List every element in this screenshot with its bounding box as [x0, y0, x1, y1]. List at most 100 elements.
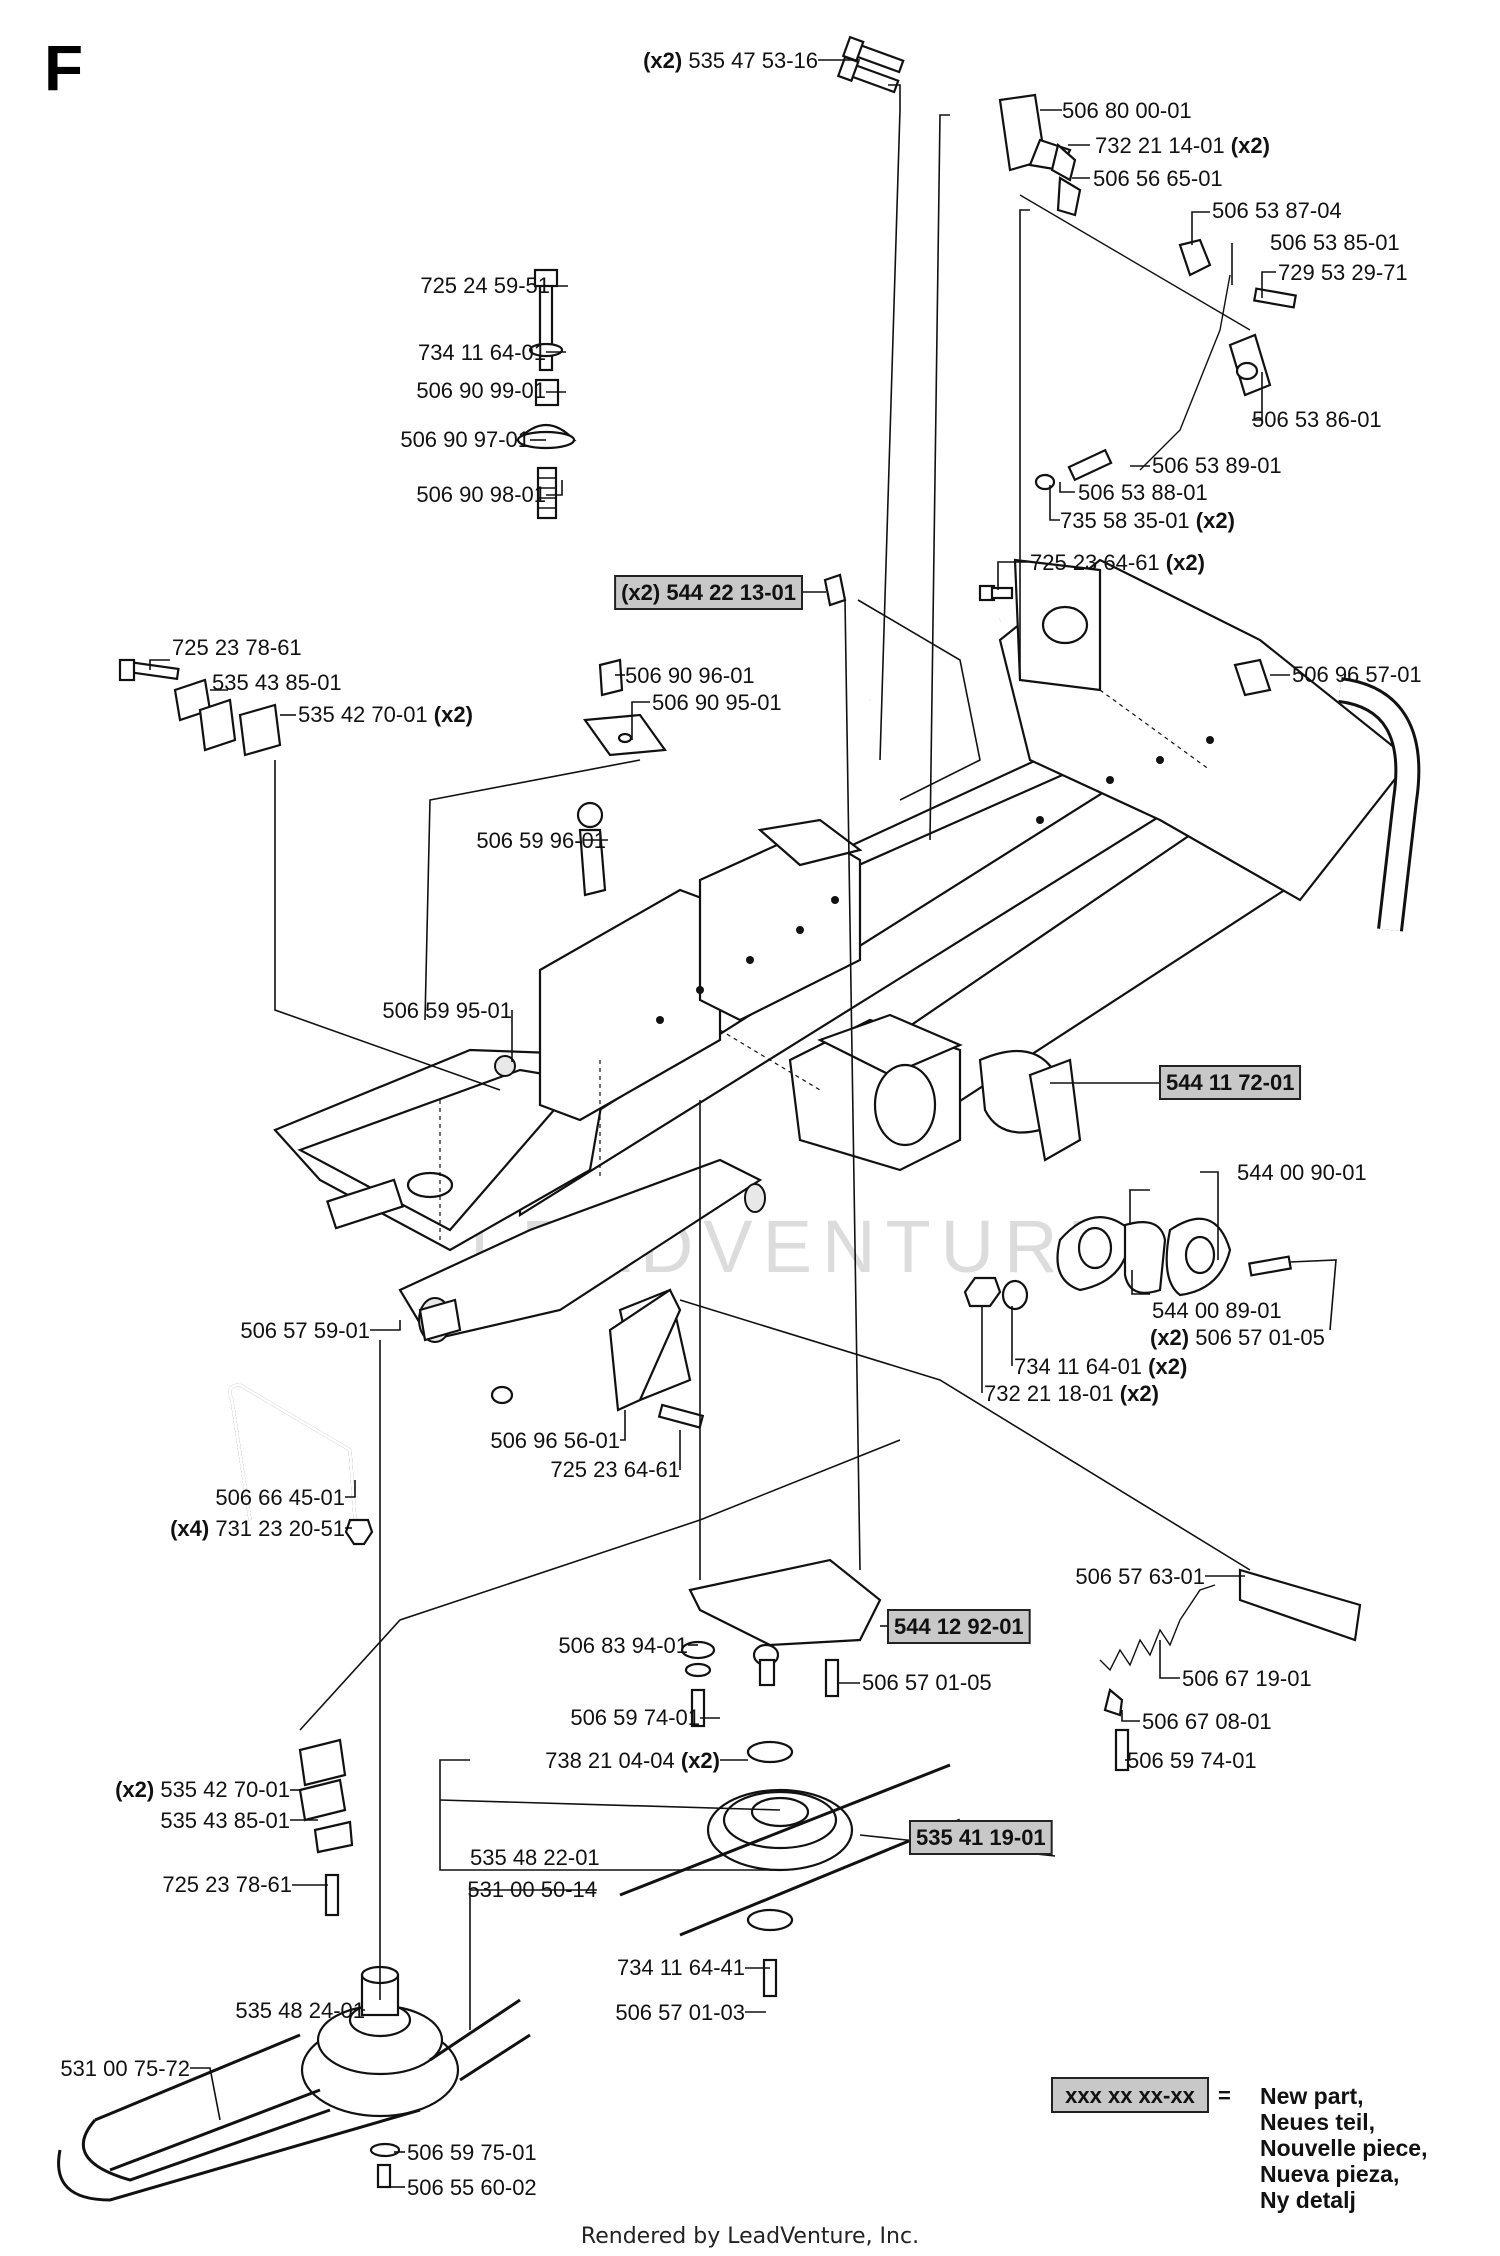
part-number: 506 53 85-01: [1270, 230, 1400, 255]
part-label-p13: 506 53 89-01: [1152, 453, 1282, 478]
part-label-p27: 544 11 72-01: [1159, 1065, 1302, 1100]
part-quantity: (x2): [1148, 1354, 1187, 1379]
part-number: 725 23 64-61 (x2): [1030, 550, 1205, 575]
new-part-highlight: [614, 575, 803, 610]
new-part-highlight: [1159, 1065, 1302, 1100]
part-label-p52: 531 00 50-14: [467, 1877, 597, 1902]
part-label-p18: (x2) 544 22 13-01: [614, 575, 803, 610]
part-label-p40: 506 83 94-01: [558, 1633, 688, 1658]
new-part-highlight: [887, 1609, 1031, 1644]
part-label-p35: 725 23 64-61: [550, 1457, 680, 1482]
part-number: 544 00 89-01: [1152, 1298, 1282, 1323]
part-label-p33: 732 21 18-01 (x2): [984, 1381, 1159, 1406]
part-quantity: (x2): [1150, 1325, 1189, 1350]
part-label-p47: (x2) 535 42 70-01: [115, 1777, 290, 1802]
part-quantity: (x2): [434, 702, 473, 727]
part-quantity: (x2): [643, 48, 682, 73]
part-number: 734 11 64-01 (x2): [1014, 1354, 1187, 1379]
part-label-p8: 725 24 59-51: [420, 273, 550, 298]
part-quantity: (x2): [1120, 1381, 1159, 1406]
part-label-p58: 506 55 60-02: [407, 2175, 537, 2200]
part-number: 734 11 64-01: [418, 340, 546, 365]
part-number: 732 21 18-01 (x2): [984, 1381, 1159, 1406]
part-number: 725 23 78-61: [172, 635, 302, 660]
part-number: (x2) 544 22 13-01: [621, 580, 796, 605]
part-label-p23: 506 90 95-01: [652, 690, 782, 715]
part-number: 535 48 22-01: [470, 1845, 600, 1870]
part-number: 506 90 96-01: [625, 663, 755, 688]
part-label-p39: 544 12 92-01: [887, 1609, 1031, 1644]
part-label-p38: 506 57 63-01: [1075, 1564, 1205, 1589]
part-number: 506 53 86-01: [1252, 407, 1382, 432]
part-number: 544 00 90-01: [1237, 1160, 1367, 1185]
part-label-p14: 506 90 98-01: [416, 482, 546, 507]
part-number: 734 11 64-41: [617, 1955, 745, 1980]
part-number: 506 66 45-01: [215, 1485, 345, 1510]
part-quantity: (x2): [1196, 508, 1235, 533]
part-label-p48: 535 43 85-01: [160, 1808, 290, 1833]
part-number: 506 53 87-04: [1212, 198, 1342, 223]
part-number: 506 67 08-01: [1142, 1709, 1272, 1734]
part-label-p28: 544 00 90-01: [1237, 1160, 1367, 1185]
part-number: 506 83 94-01: [558, 1633, 688, 1658]
legend-line-5: Ny detalj: [1260, 2187, 1356, 2213]
part-label-p6: 506 53 85-01: [1270, 230, 1400, 255]
mower-chassis-drawing: [273, 558, 1421, 1402]
part-label-p17: 725 23 64-61 (x2): [1030, 550, 1205, 575]
part-label-p12: 506 53 86-01: [1252, 407, 1382, 432]
part-label-p41: 506 57 01-05: [862, 1670, 992, 1695]
part-label-p1: (x2) 535 47 53-16: [643, 48, 818, 73]
part-number: 506 96 57-01: [1292, 662, 1422, 687]
part-number: (x4) 731 23 20-51: [170, 1516, 345, 1541]
part-label-p2: 506 80 00-01: [1062, 98, 1192, 123]
part-label-p55: 506 57 01-03: [615, 2000, 745, 2025]
part-number: 506 59 74-01: [1127, 1748, 1257, 1773]
part-number: 544 12 92-01: [894, 1614, 1024, 1639]
part-number: 506 59 95-01: [382, 998, 512, 1023]
part-number: 506 90 95-01: [652, 690, 782, 715]
part-quantity: (x2): [1231, 133, 1270, 158]
part-label-p37: (x4) 731 23 20-51: [170, 1516, 345, 1541]
part-label-p15: 506 53 88-01: [1078, 480, 1208, 505]
part-number: 506 56 65-01: [1093, 166, 1223, 191]
part-label-p53: 535 48 24-01: [235, 1998, 365, 2023]
part-number: (x2) 535 42 70-01: [115, 1777, 290, 1802]
part-quantity: (x4): [170, 1516, 209, 1541]
legend-line-4: Nueva pieza,: [1260, 2161, 1399, 2187]
part-number: 535 48 24-01: [235, 1998, 365, 2023]
part-number: 506 55 60-02: [407, 2175, 537, 2200]
part-number: 506 90 98-01: [416, 482, 546, 507]
part-quantity: (x2): [621, 580, 660, 605]
part-number: 729 53 29-71: [1278, 260, 1408, 285]
part-number: 506 59 96-01: [476, 828, 606, 853]
legend-line-1: New part,: [1260, 2083, 1364, 2109]
part-label-p10: 506 90 99-01: [416, 378, 546, 403]
part-number: 506 57 01-03: [615, 2000, 745, 2025]
part-number: 506 57 59-01: [240, 1318, 370, 1343]
part-number: 732 21 14-01 (x2): [1095, 133, 1270, 158]
part-label-p24: 535 42 70-01 (x2): [298, 702, 473, 727]
part-number: 535 43 85-01: [212, 670, 342, 695]
part-number: 725 23 64-61: [550, 1457, 680, 1482]
part-number: 535 41 19-01: [916, 1825, 1046, 1850]
part-label-p46: 506 59 74-01: [1127, 1748, 1257, 1773]
part-label-p42: 506 67 19-01: [1182, 1666, 1312, 1691]
part-label-p7: 729 53 29-71: [1278, 260, 1408, 285]
part-label-p20: 506 90 96-01: [625, 663, 755, 688]
part-number: 506 53 89-01: [1152, 453, 1282, 478]
part-number: 506 90 99-01: [416, 378, 546, 403]
part-label-p57: 506 59 75-01: [407, 2140, 537, 2165]
part-number: 506 57 63-01: [1075, 1564, 1205, 1589]
part-number: 725 23 78-61: [162, 1872, 292, 1897]
part-label-p34: 506 96 56-01: [490, 1428, 620, 1453]
part-label-p29: 544 00 89-01: [1152, 1298, 1282, 1323]
part-label-p9: 734 11 64-01: [418, 340, 546, 365]
part-label-p36: 506 66 45-01: [215, 1485, 345, 1510]
legend: xxx xx xx-xx = New part, Neues teil, Nou…: [1051, 2077, 1427, 2213]
part-number: 506 67 19-01: [1182, 1666, 1312, 1691]
part-number: (x2) 535 47 53-16: [643, 48, 818, 73]
part-label-p19: 725 23 78-61: [172, 635, 302, 660]
part-label-p44: 506 67 08-01: [1142, 1709, 1272, 1734]
part-labels: (x2) 535 47 53-16 506 80 00-01 732 21 14-0…: [60, 48, 1421, 2200]
